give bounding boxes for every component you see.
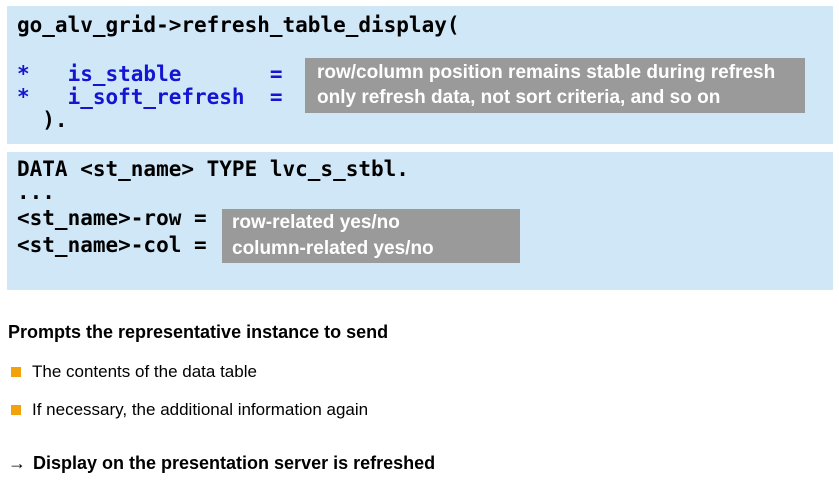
annotation-line-soft-refresh: only refresh data, not sort criteria, an… [317,87,721,108]
annotation-stbl-fields: row-related yes/no column-related yes/no [222,209,520,263]
annotation-refresh-params: row/column position remains stable durin… [305,58,805,113]
arrow-right-icon: → [8,453,26,473]
code-line-col-assignment: <st_name>-col = [17,233,207,257]
code-line-param-is-stable: * is_stable = [17,62,283,86]
bullet-square-icon [11,367,21,377]
conclusion-text: Display on the presentation server is re… [33,453,436,473]
bullet-square-icon [11,405,21,415]
annotation-line-col: column-related yes/no [232,238,434,259]
code-line-row-assignment: <st_name>-row = [17,206,207,230]
section-heading: Prompts the representative instance to s… [8,322,389,342]
code-line-ellipsis: ... [17,180,55,204]
code-line-data-declaration: DATA <st_name> TYPE lvc_s_stbl. [17,157,409,181]
code-line-closing-paren: ). [17,108,68,132]
annotation-line-row: row-related yes/no [232,212,400,233]
code-line-param-i-soft-refresh: * i_soft_refresh = [17,85,283,109]
code-line-method-call: go_alv_grid->refresh_table_display( [17,13,460,37]
conclusion-line: → Display on the presentation server is r… [8,453,435,474]
bullet-text-additional-info: If necessary, the additional information… [32,400,369,419]
bullet-text-data-table: The contents of the data table [32,362,257,381]
annotation-line-is-stable: row/column position remains stable durin… [317,62,776,83]
